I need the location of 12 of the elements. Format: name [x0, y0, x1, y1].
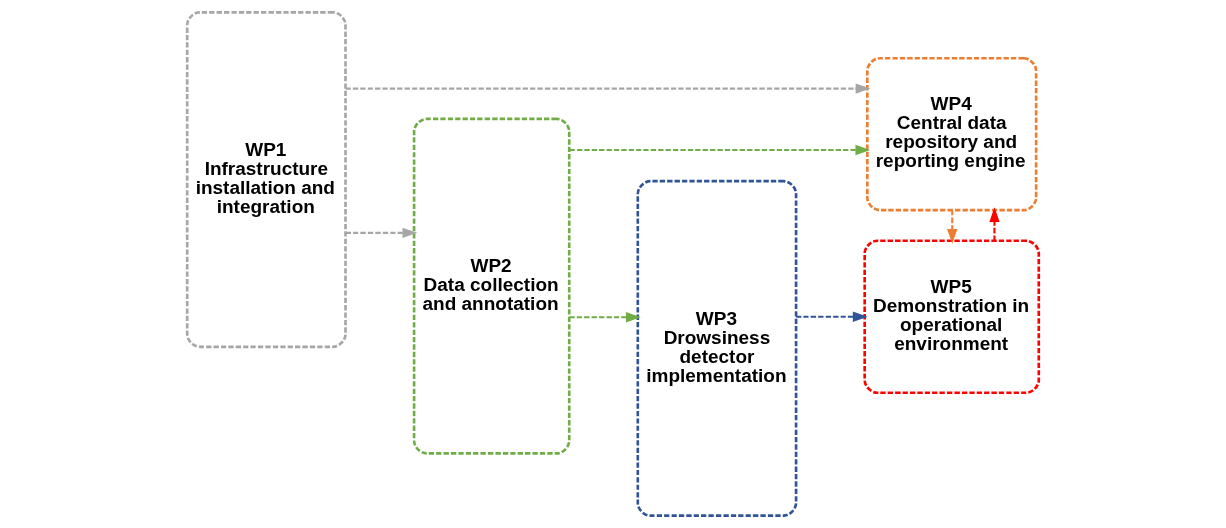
- node-box: WP4 Central data repository and reporting engine: [866, 56, 1038, 212]
- arrow: [569, 144, 871, 156]
- node-box: WP3 Drowsiness detector implementation: [636, 179, 798, 517]
- arrow: [569, 312, 641, 323]
- node-box: WP5 Demonstration in operational environment: [863, 239, 1041, 395]
- arrow: [345, 83, 871, 94]
- node-box: WP1 Infrastructure installation and integration: [185, 11, 347, 349]
- node-box: WP2 Data collection and annotation: [412, 117, 571, 455]
- arrow: [989, 207, 1000, 241]
- arrow: [796, 311, 868, 322]
- arrow: [345, 227, 418, 239]
- arrow: [947, 210, 958, 244]
